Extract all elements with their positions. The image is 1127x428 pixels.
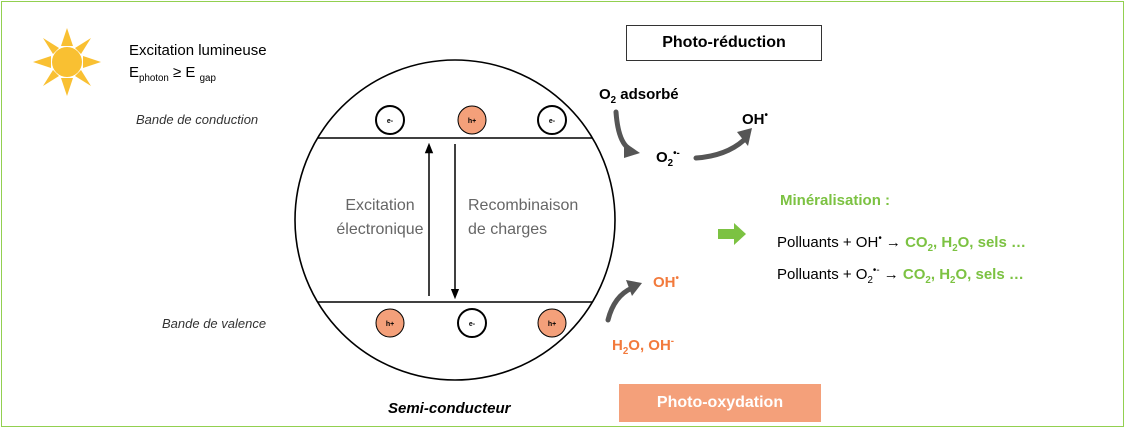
oh-radical-bottom: OH• <box>653 273 679 291</box>
semiconductor-label: Semi-conducteur <box>388 400 511 417</box>
curved-arrow-oh-top <box>693 137 747 161</box>
particle-label: h+ <box>468 118 476 125</box>
photo-oxydation-box: Photo-oxydation <box>619 384 821 422</box>
o2-adsorbe-label: O2 adsorbé <box>599 86 679 106</box>
reaction-2: Polluants + O2•- → CO2, H2O, sels … <box>777 265 1024 286</box>
particle-label: h+ <box>548 321 556 328</box>
arrowhead <box>737 128 752 146</box>
hole-particle <box>537 308 567 338</box>
sun-icon <box>33 28 101 96</box>
h2o-oh-label: H2O, OH- <box>612 336 675 357</box>
reaction-1: Polluants + OH• → CO2, H2O, sels … <box>777 233 1026 254</box>
electron-particle <box>375 105 405 135</box>
valence-particles: h+ e- h+ <box>375 308 567 338</box>
arrowhead <box>626 280 642 296</box>
green-right-arrow-icon <box>718 223 746 245</box>
particle-label: e- <box>549 118 556 125</box>
curved-arrow-oh-bottom <box>605 285 635 323</box>
electron-particle <box>537 105 567 135</box>
mineralisation-title: Minéralisation : <box>780 192 891 209</box>
o2-radical-label: O2•- <box>656 148 680 169</box>
recombinaison-label: Recombinaison de charges <box>468 197 579 238</box>
excitation-electronique-label: Excitation électronique <box>336 197 424 238</box>
particle-label: h+ <box>386 321 394 328</box>
conduction-band-label: Bande de conduction <box>136 112 259 127</box>
ephoton-formula: Ephoton ≥ E gap <box>129 64 216 84</box>
hole-particle <box>457 105 487 135</box>
arrowhead <box>624 142 640 158</box>
oh-radical-top: OH• <box>742 110 768 128</box>
excitation-lumineuse-label: Excitation lumineuse <box>129 42 267 59</box>
curved-arrow-o2 <box>613 109 631 151</box>
valence-band-label: Bande de valence <box>162 316 267 331</box>
particle-label: e- <box>387 118 394 125</box>
semiconductor-circle <box>294 59 616 381</box>
particle-label: e- <box>469 321 476 328</box>
hole-particle <box>375 308 405 338</box>
photo-reduction-box: Photo-réduction <box>626 25 822 61</box>
conduction-particles: e- h+ e- <box>375 105 567 135</box>
electron-particle <box>457 308 487 338</box>
